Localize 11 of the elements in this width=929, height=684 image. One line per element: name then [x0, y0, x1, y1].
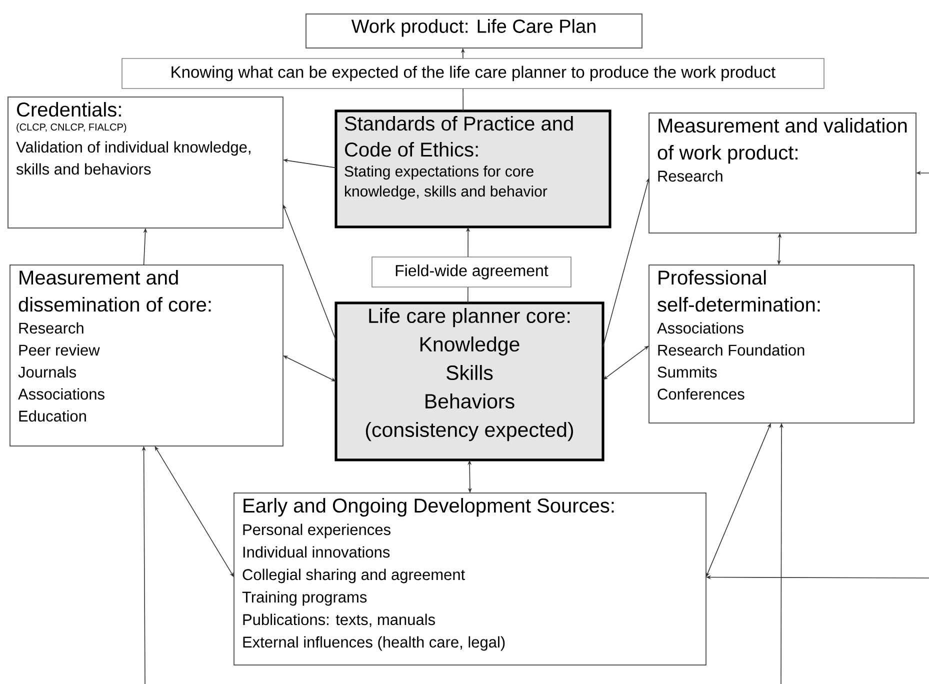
text-box: Measurement and dissemination of core: Research Peer review Journals Associations Education — [10, 264, 284, 446]
text-box: Professional self-determination: Associations Research Foundation Summits Conferences — [648, 264, 914, 424]
edge-label: Knowing what can be expected of the life care planner to produce the work product — [122, 58, 824, 89]
text-box: Early and Ongoing Development Sources: Personal experiences Individual innovations Collegial sharing and agreement Training programs Publications: texts, manuals External influences (health care, legal) — [234, 492, 706, 666]
shaded-box: Standards of Practice and Code of Ethics: Stating expectations for core knowledge, skills and behavior — [334, 110, 612, 228]
text-box: Measurement and validation of work product: Research — [648, 112, 916, 234]
edge-label: Field-wide agreement — [372, 256, 572, 288]
double-arrow — [603, 346, 649, 380]
text-box: Credentials: (CLCP, CNLCP, FIALCP) Validation of individual knowledge, skills and behaviors — [8, 96, 284, 228]
shaded-box: Life care planner core: Knowledge Skills Behaviors (consistency expected) — [334, 302, 604, 462]
text-box: Work product: Life Care Plan — [306, 13, 642, 48]
